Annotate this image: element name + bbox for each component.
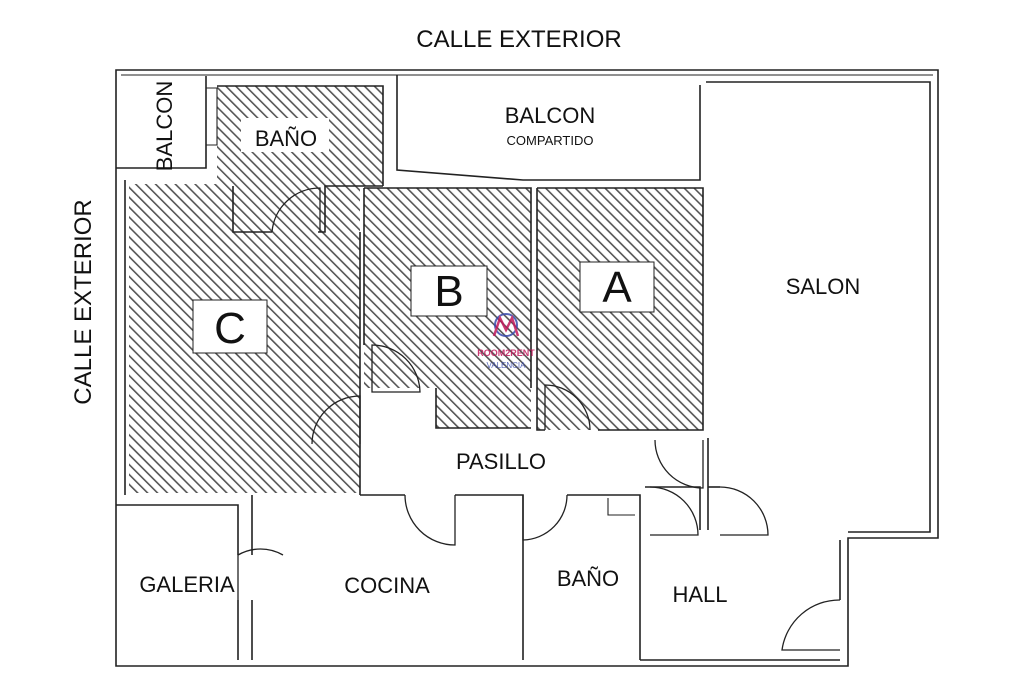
labels: CALLE EXTERIOR CALLE EXTERIOR BALCON BAÑ…	[70, 26, 860, 607]
room-label-bano-top: BAÑO	[255, 126, 317, 151]
label-box-c	[192, 299, 268, 354]
door-salon	[654, 439, 704, 489]
door-room-c	[311, 395, 361, 445]
door-bano-top	[271, 187, 321, 233]
door-hall-left	[649, 486, 699, 536]
doors	[237, 187, 841, 651]
room-label-c: C	[214, 304, 246, 353]
room-label-galeria: GALERIA	[139, 572, 235, 597]
door-bano-bottom	[522, 494, 568, 541]
hatch-room-b-closet	[436, 388, 531, 428]
room-label-balcon-shared: BALCON	[505, 103, 595, 128]
room-label-hall: HALL	[672, 582, 727, 607]
room-label-balcon-shared-sub: COMPARTIDO	[507, 133, 594, 148]
label-box-a	[579, 261, 655, 313]
walls	[115, 69, 939, 667]
watermark-line1: ROOM2RENT	[477, 348, 535, 358]
logo-mark	[494, 313, 518, 337]
door-cocina	[404, 494, 456, 546]
room-label-cocina: COCINA	[344, 573, 430, 598]
street-top-label: CALLE EXTERIOR	[416, 26, 621, 53]
door-room-a	[544, 384, 591, 431]
watermark-line2: VALENCIA	[487, 361, 527, 370]
hatch-room-c-strip	[129, 451, 360, 493]
room-label-b: B	[434, 267, 463, 316]
label-box-bano-top	[241, 118, 329, 152]
street-left-label: CALLE EXTERIOR	[70, 199, 97, 404]
door-entrance	[781, 599, 841, 651]
room-label-balcon-small: BALCON	[152, 81, 177, 171]
room-label-a: A	[602, 263, 632, 312]
door-room-b	[371, 344, 421, 393]
door-galeria	[237, 548, 284, 600]
label-box-b	[410, 265, 488, 317]
room-label-pasillo: PASILLO	[456, 449, 546, 474]
room-label-bano-bottom: BAÑO	[557, 566, 619, 591]
room-label-salon: SALON	[786, 274, 861, 299]
door-hall-right	[719, 486, 769, 536]
watermark-logo: ROOM2RENT VALENCIA	[477, 313, 535, 370]
logo-figure	[492, 314, 520, 337]
